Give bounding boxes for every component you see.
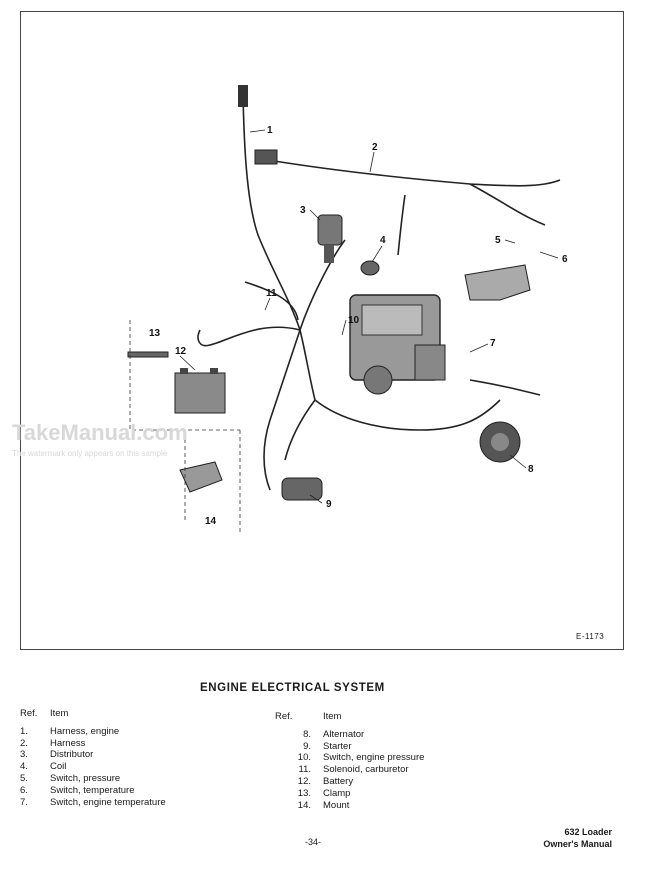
- ref-header: Ref.: [20, 708, 38, 719]
- diagram-frame: [20, 11, 624, 650]
- parts-list-row: 12. Battery: [275, 776, 424, 788]
- page-title: ENGINE ELECTRICAL SYSTEM: [200, 682, 385, 694]
- parts-list-row: 11. Solenoid, carburetor: [275, 764, 424, 776]
- item-name: Mount: [323, 799, 350, 811]
- item-header: Item: [50, 708, 69, 719]
- parts-list-row: 1. Harness, engine: [20, 726, 166, 738]
- harness-engine-path: [242, 94, 316, 401]
- clamp: [127, 351, 169, 358]
- item-name: Harness, engine: [50, 725, 120, 737]
- parts-list-row: 10. Switch, engine pressure: [275, 752, 425, 764]
- coil: [360, 260, 380, 276]
- callout-6: 6: [562, 254, 568, 265]
- parts-list-row: 3. Distributor: [20, 749, 166, 761]
- ref-number: 4.: [20, 761, 28, 773]
- model-name: 632 Loader: [564, 827, 612, 837]
- parts-list-row: 9. Starter: [275, 741, 424, 753]
- ref-number: 13.: [297, 787, 311, 799]
- wiring-diagram: 1 2 3 4 5 6 7 8 9 10 11 12 13 14: [127, 85, 568, 535]
- parts-list-row: 2. Harness: [20, 738, 166, 750]
- battery-mount: [179, 461, 223, 493]
- callout-2: 2: [372, 142, 378, 153]
- ref-number: 1.: [20, 725, 28, 737]
- callout-5: 5: [495, 235, 501, 246]
- item-name: Battery: [323, 775, 354, 787]
- callout-11: 11: [266, 288, 277, 299]
- ref-number: 3.: [20, 749, 28, 761]
- parts-list-row: 5. Switch, pressure: [20, 773, 166, 785]
- item-name: Distributor: [50, 749, 94, 761]
- callout-1: 1: [267, 125, 273, 136]
- engine-block: [349, 294, 446, 395]
- parts-list-left: Ref. Item 1. Harness, engine 2. Harness 3. Di…: [20, 708, 166, 808]
- figure-code: E-1173: [576, 632, 605, 641]
- parts-list-header: Ref. Item: [275, 711, 424, 723]
- ref-number: 2.: [20, 737, 28, 749]
- mounting-bracket: [464, 264, 531, 301]
- parts-list-right: Ref. Item 8. Alternator 9. Starter 10. Switch…: [275, 711, 424, 811]
- ref-number: 14.: [297, 799, 311, 811]
- ref-number: 8.: [303, 728, 311, 740]
- distributor: [317, 214, 343, 263]
- harness-top-path: [267, 159, 561, 187]
- footer-manual: 632 Loader Owner's Manual: [520, 826, 612, 850]
- watermark-brand: TakeManual.com: [12, 420, 188, 445]
- ref-header: Ref.: [275, 711, 293, 722]
- item-name: Harness: [50, 737, 86, 749]
- callout-8: 8: [528, 464, 534, 475]
- ref-number: 6.: [20, 784, 28, 796]
- ref-number: 12.: [297, 775, 311, 787]
- parts-list-row: 13. Clamp: [275, 788, 424, 800]
- item-name: Switch, engine pressure: [323, 752, 425, 764]
- callout-3: 3: [300, 205, 306, 216]
- connector-block: [254, 149, 278, 165]
- ref-number: 5.: [20, 772, 28, 784]
- parts-list-row: 4. Coil: [20, 761, 166, 773]
- callout-13: 13: [149, 328, 161, 339]
- connector-plug: [238, 85, 248, 107]
- watermark-note: The watermark only appears on this sampl…: [12, 449, 168, 458]
- callout-9: 9: [326, 499, 332, 510]
- callout-10: 10: [348, 315, 360, 326]
- callout-7: 7: [490, 338, 496, 349]
- ref-number: 9.: [303, 740, 311, 752]
- alternator: [479, 421, 521, 463]
- battery: [174, 368, 226, 414]
- starter: [281, 477, 323, 501]
- ref-number: 11.: [298, 764, 311, 776]
- manual-name: Owner's Manual: [543, 839, 612, 849]
- callout-12: 12: [175, 346, 187, 357]
- item-name: Clamp: [323, 787, 351, 799]
- parts-list-row: 7. Switch, engine temperature: [20, 797, 166, 809]
- item-name: Alternator: [323, 728, 365, 740]
- item-name: Switch, pressure: [50, 772, 121, 784]
- item-name: Solenoid, carburetor: [323, 764, 409, 776]
- parts-list-row: 6. Switch, temperature: [20, 785, 166, 797]
- ref-number: 7.: [20, 796, 28, 808]
- parts-list-row: 8. Alternator: [275, 729, 424, 741]
- parts-list-header: Ref. Item: [20, 708, 166, 720]
- page-number: -34-: [305, 837, 322, 847]
- item-name: Switch, engine temperature: [50, 796, 166, 808]
- callout-4: 4: [380, 235, 386, 246]
- item-name: Starter: [323, 740, 352, 752]
- item-name: Coil: [50, 761, 67, 773]
- ref-number: 10.: [297, 752, 311, 764]
- item-header: Item: [323, 711, 342, 722]
- item-name: Switch, temperature: [50, 784, 135, 796]
- callout-14: 14: [205, 516, 217, 527]
- parts-list-row: 14. Mount: [275, 800, 424, 812]
